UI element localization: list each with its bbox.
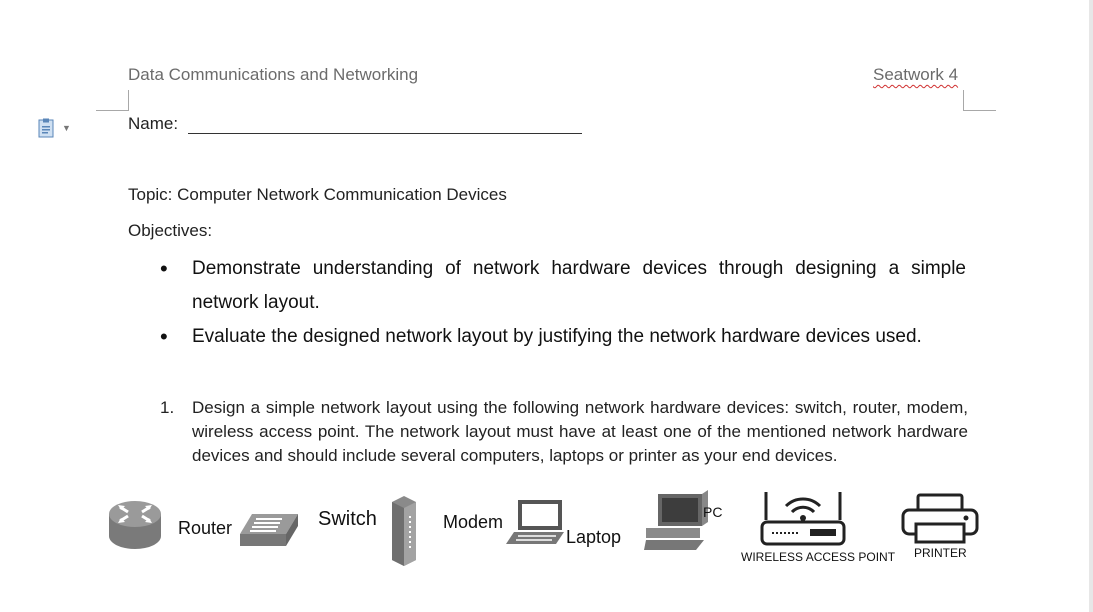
objective-text: Evaluate the designed network layout by …: [192, 326, 922, 347]
printer-icon: [901, 493, 979, 544]
objective-text: Demonstrate understanding of network har…: [192, 258, 966, 313]
switch-label: Switch: [318, 508, 377, 530]
objective-item: • Evaluate the designed network layout b…: [160, 320, 966, 354]
name-field: Name:: [128, 114, 583, 134]
laptop-label: Laptop: [566, 527, 622, 547]
paste-options-icon: [38, 118, 54, 138]
printer-label: PRINTER: [914, 546, 967, 560]
name-label: Name:: [128, 114, 179, 133]
objectives-heading: Objectives:: [128, 221, 213, 240]
header-course-title: Data Communications and Networking: [128, 65, 419, 84]
switch-icon: [240, 514, 298, 546]
router-icon: [109, 501, 161, 549]
margin-corner-left: [96, 90, 129, 111]
instruction-number: 1.: [160, 398, 175, 417]
name-blank-line[interactable]: [188, 115, 583, 134]
wireless-access-point-icon: [760, 492, 846, 546]
topic-line: Topic: Computer Network Communication De…: [128, 185, 507, 204]
header-seatwork[interactable]: Seatwork 4: [873, 65, 959, 84]
paste-options-button[interactable]: ▼: [38, 118, 71, 138]
bullet: •: [160, 256, 168, 281]
modem-label: Modem: [443, 512, 504, 532]
bullet: •: [160, 324, 168, 349]
wap-label: WIRELESS ACCESS POINT: [741, 550, 896, 564]
router-label: Router: [178, 518, 233, 538]
margin-corner-right: [963, 90, 996, 111]
modem-icon: [392, 496, 416, 566]
instruction-text: Design a simple network layout using the…: [192, 398, 968, 465]
pc-label: PC: [703, 504, 723, 520]
page-edge: [1089, 0, 1093, 612]
objective-item: • Demonstrate understanding of network h…: [160, 252, 966, 320]
chevron-down-icon: ▼: [62, 123, 71, 133]
laptop-icon: [506, 500, 564, 544]
pc-icon: [644, 490, 708, 550]
